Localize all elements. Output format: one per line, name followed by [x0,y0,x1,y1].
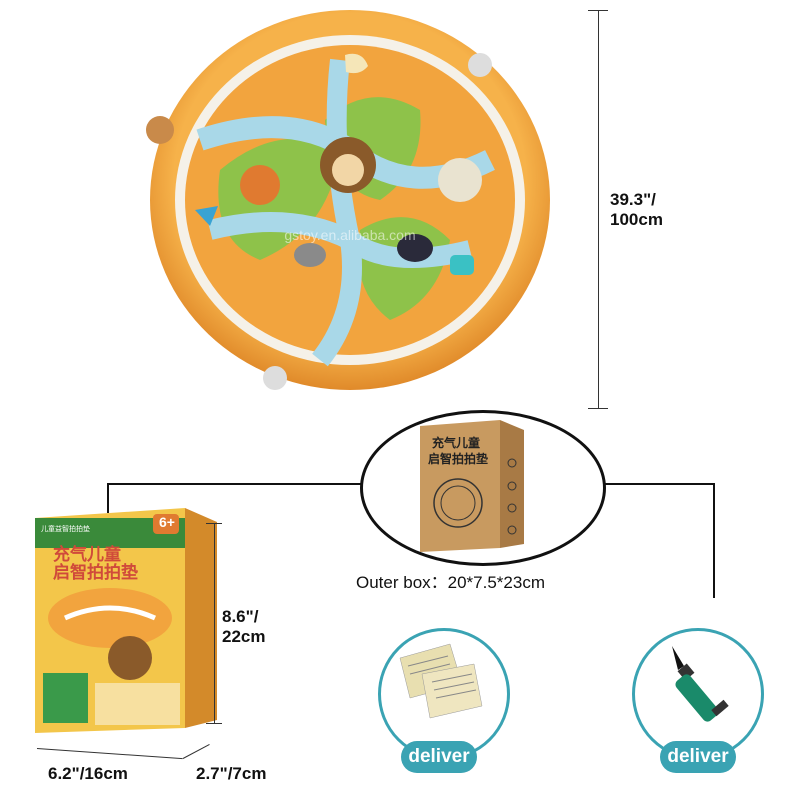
mat-dimension-tick-bottom [588,408,608,409]
squirrel-icon [240,165,280,205]
acorn-cap-icon-bottom [263,366,287,390]
cat-icon [438,158,482,202]
retail-box-mat-icon [48,588,172,648]
watermark-text: gstoy.en.alibaba.com [284,227,415,243]
leaf-cream-icon [345,53,368,74]
outer-box-title-2: 启智拍拍垫 [428,452,489,466]
path-vertical [312,58,362,367]
retail-depth-line [182,743,210,759]
outer-box-title-1: 充气儿童 [432,436,481,450]
blue-shape-icon [195,206,218,226]
mat-dimension-tick-top [588,10,608,11]
age-badge: 6+ [159,514,175,530]
air-pump-icon [650,638,746,734]
mat-dimension-line [598,10,599,408]
mat-diameter-label: 39.3"/ 100cm [610,190,663,229]
outer-box-image: 充气儿童 启智拍拍垫 [420,418,525,553]
deliver-badge-pump: deliver [660,741,736,773]
outer-box-caption: Outer box：20*7.5*23cm [356,573,545,592]
retail-box: 儿童益智拍拍垫 6+ 充气儿童 启智拍拍垫 [35,508,220,738]
retail-height-line [214,523,215,723]
age-badge-bg [153,514,179,534]
retail-height-tick-top [206,523,222,524]
acorn-icon [146,116,174,144]
inflatable-mat: gstoy.en.alibaba.com [140,0,560,400]
retail-width-line [36,748,183,760]
acorn-cap-icon [468,53,492,77]
connector-left [107,483,109,513]
mouse-icon [294,243,326,267]
retail-height-tick-bottom [206,723,222,724]
retail-height-label: 8.6"/ 22cm [222,607,266,646]
box-side [500,420,524,548]
teal-shape-icon [450,255,474,275]
retail-box-animal-grid [95,683,180,725]
retail-box-side [185,508,217,728]
mat-illustration: gstoy.en.alibaba.com [146,10,550,390]
retail-brand-text: 儿童益智拍拍垫 [41,525,90,533]
retail-depth-label: 2.7"/7cm [196,764,267,783]
retail-width-label: 6.2"/16cm [48,764,128,783]
box-mat-outline-icon [433,478,483,528]
retail-box-hedgehog-icon [108,636,152,680]
retail-box-title: 充气儿童 启智拍拍垫 [53,545,138,583]
instruction-cards-icon [392,640,488,730]
retail-box-features [43,673,88,723]
connector-right [713,483,715,598]
deliver-badge-cards: deliver [401,741,477,773]
bird-icon [397,234,433,262]
